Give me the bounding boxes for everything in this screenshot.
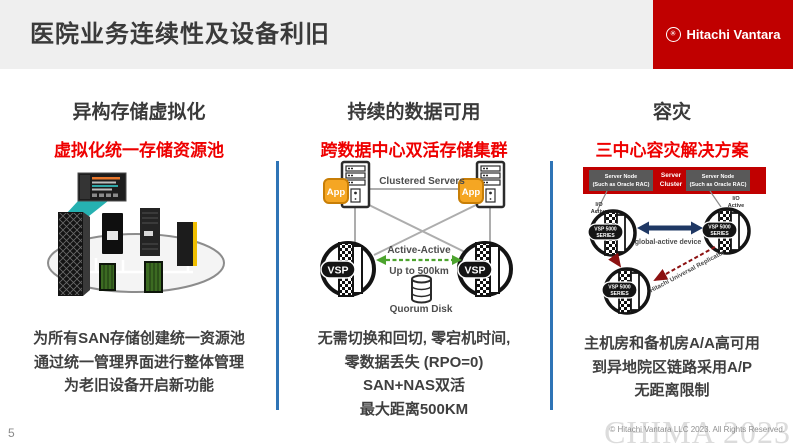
bullet-line: 主机房和备机房A/A高可用 (584, 335, 760, 352)
app-badge-right-label: App (462, 187, 481, 198)
column-divider-1 (276, 161, 279, 410)
vsp5000-b-line1: VSP 5000 (608, 285, 631, 291)
server-cluster-line2: Cluster (660, 181, 683, 188)
quorum-disk-label: Quorum Disk (390, 304, 453, 315)
bullet-line: 为老旧设备开启新功能 (63, 377, 214, 394)
app-badge-left-label: App (327, 187, 346, 198)
column3-heading: 容灾 (652, 102, 691, 123)
management-screen (77, 172, 127, 202)
three-dc-dr-diagram: Server Node (Such as Oracle RAC) Server … (583, 167, 766, 315)
vsp5000-tr-line1: VSP 5000 (708, 225, 731, 231)
io-active-right-line2: Active (728, 203, 745, 209)
bullet-line: SAN+NAS双活 (362, 377, 466, 394)
bullet-line: 零数据丢失 (RPO=0) (344, 353, 484, 371)
server-node-left-line1: Server Node (605, 174, 637, 180)
column1-heading: 异构存储虚拟化 (72, 102, 206, 123)
server-node-left-line2: (Such as Oracle RAC) (593, 182, 650, 188)
column1-bullets: 为所有SAN存储创建统一资源池 通过统一管理界面进行整体管理 为老旧设备开启新功… (10, 327, 268, 398)
column3-subheading: 三中心容灾解决方案 (595, 141, 749, 160)
vsp5000-b-line2: SERIES (610, 291, 629, 297)
vsp5000-tl-line2: SERIES (596, 233, 615, 239)
brand-name: Hitachi Vantara (686, 27, 781, 42)
column2-subheading: 跨数据中心双活存储集群 (320, 141, 508, 160)
brand-block: ✳ Hitachi Vantara (653, 0, 793, 69)
bullet-line: 通过统一管理界面进行整体管理 (33, 353, 244, 371)
column3-bullets: 主机房和备机房A/A高可用 到异地院区链路采用A/P 无距离限制 (556, 332, 788, 403)
server-tower-yellow (177, 222, 197, 266)
vsp5000-top-left: VSP 5000 SERIES (587, 209, 637, 257)
vsp-rack (58, 212, 90, 296)
vsp5000-bottom: VSP 5000 SERIES (601, 267, 651, 315)
app-badge-left: App (323, 178, 349, 204)
hitachi-logo-icon: ✳ (665, 27, 681, 42)
column-virtualization-header: 异构存储虚拟化 虚拟化统一存储资源池 (10, 97, 268, 161)
active-active-label: Active-Active (387, 245, 451, 256)
chima-watermark: CHIMA 2023 (604, 414, 791, 446)
vsp-left-label: VSP (327, 265, 348, 277)
io-active-left-line2: Active (591, 209, 608, 215)
cluster-links (354, 188, 491, 256)
green-rack-1 (99, 263, 116, 291)
column-dr-header: 容灾 三中心容灾解决方案 (556, 97, 788, 161)
column1-subheading: 虚拟化统一存储资源池 (54, 141, 224, 160)
quorum-disk-icon (411, 274, 432, 304)
column-divider-2 (550, 161, 553, 410)
green-rack-2 (144, 261, 163, 293)
bullet-line: 无需切换和回切, 零宕机时间, (317, 330, 511, 347)
active-active-diagram: App App Clustered Servers VSP (320, 160, 513, 315)
gad-arrow (637, 221, 703, 235)
server-cluster-line1: Server (661, 172, 682, 179)
io-active-right-line1: I/O (732, 196, 740, 202)
node-to-storage-links (595, 190, 722, 214)
copyright-text: © Hitachi Vantara LLC 2023. All Rights R… (609, 425, 785, 434)
server-tower-1 (102, 213, 123, 254)
server-node-right-line1: Server Node (702, 174, 734, 180)
clustered-servers-label: Clustered Servers (379, 176, 465, 187)
storage-pool-illustration (47, 172, 225, 296)
slide-title: 医院业务连续性及设备利旧 (30, 21, 330, 48)
server-node-right-line2: (Such as Oracle RAC) (690, 182, 747, 188)
vsp-right-label: VSP (464, 265, 485, 277)
server-tower-2 (140, 208, 160, 256)
column-availability-header: 持续的数据可用 跨数据中心双活存储集群 (286, 97, 542, 161)
bullet-line: 无距离限制 (634, 382, 710, 399)
vsp-storage-right: VSP (457, 241, 513, 297)
app-badge-right: App (458, 178, 484, 204)
bullet-line: 最大距离500KM (359, 400, 469, 418)
active-active-arrow (376, 255, 462, 265)
page-number: 5 (8, 426, 15, 440)
vsp-storage-left: VSP (320, 241, 376, 297)
io-active-left-line1: I/O (595, 202, 603, 208)
server-node-box-right: Server Node (Such as Oracle RAC) (686, 170, 750, 191)
gad-label: global-active device (635, 239, 702, 246)
distance-label: Up to 500km (389, 266, 449, 277)
bullet-line: 到异地院区链路采用A/P (591, 358, 752, 376)
hur-label: Hitachi Universal Replicator (649, 249, 727, 295)
server-node-box-left: Server Node (Such as Oracle RAC) (589, 170, 653, 191)
vsp5000-top-right: VSP 5000 SERIES (701, 207, 751, 255)
vsp5000-tl-line1: VSP 5000 (594, 227, 617, 233)
hur-arrows (608, 246, 716, 281)
vsp5000-tr-line2: SERIES (710, 231, 729, 237)
column2-bullets: 无需切换和回切, 零宕机时间, 零数据丢失 (RPO=0) SAN+NAS双活 … (286, 327, 542, 421)
bullet-line: 为所有SAN存储创建统一资源池 (33, 330, 245, 347)
column2-heading: 持续的数据可用 (347, 102, 481, 123)
